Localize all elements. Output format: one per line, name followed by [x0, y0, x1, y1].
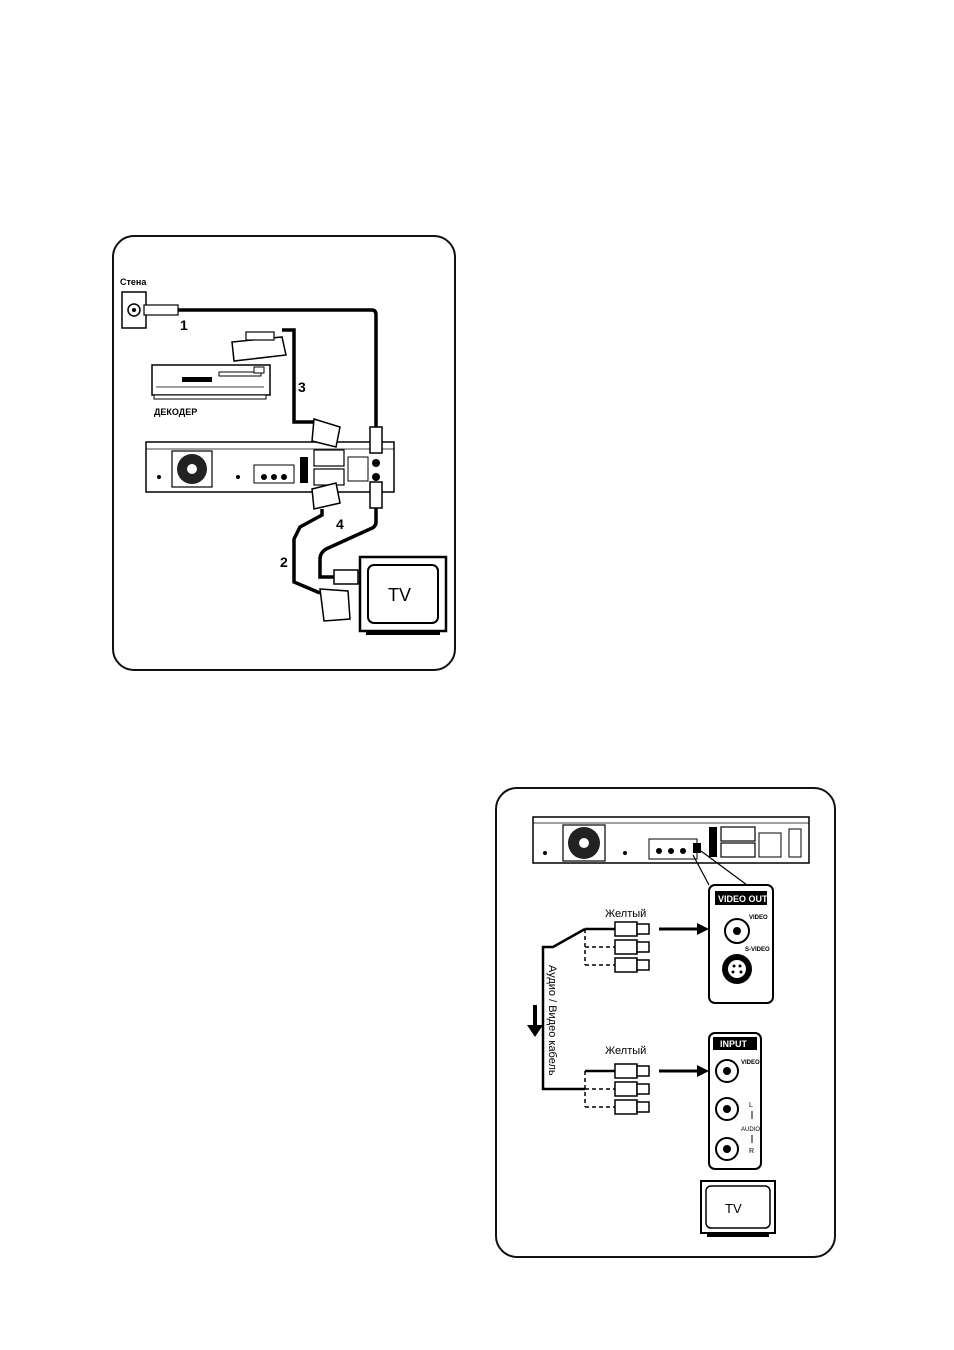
arrow-head — [697, 1065, 709, 1077]
decoder-box — [152, 365, 270, 399]
video-out-svideo-label: S-VIDEO — [745, 947, 770, 953]
scart-plug-recorder-top — [312, 419, 340, 447]
rca-plugs-top — [585, 922, 649, 972]
av-connection-drawing: VIDEO OUT VIDEO S-VIDEO Желтый Аудио / В… — [497, 789, 834, 1256]
cable-number-3: 3 — [298, 379, 306, 395]
tv-label-1: TV — [388, 585, 411, 605]
tv-scart-plug — [320, 589, 350, 621]
wall-label: Стена — [120, 277, 147, 287]
decoder-connection-diagram: Стена 1 3 ДЕКОДЕР — [112, 235, 456, 671]
audio-r-label: R — [749, 1148, 754, 1155]
cable-number-2: 2 — [280, 554, 288, 570]
yellow-label-top: Желтый — [605, 908, 646, 920]
down-arrow-icon — [527, 1005, 543, 1037]
tv-rf-plug — [334, 570, 358, 584]
input-title: INPUT — [720, 1039, 748, 1049]
arrow-head — [697, 923, 709, 935]
tv-label-2: TV — [725, 1201, 742, 1216]
cable-number-4: 4 — [336, 516, 344, 532]
audio-label: AUDIO — [741, 1127, 760, 1133]
recorder-rear-panel-2 — [533, 817, 809, 863]
yellow-label-bottom: Желтый — [605, 1045, 646, 1057]
av-cable-label: Аудио / Видео кабель — [546, 965, 558, 1076]
cable-3 — [282, 330, 314, 422]
rf-plug-in — [370, 427, 382, 453]
decoder-label: ДЕКОДЕР — [154, 407, 197, 417]
wall-socket — [122, 292, 178, 328]
cable-number-1: 1 — [180, 317, 188, 333]
input-video-label: VIDEO — [741, 1060, 760, 1066]
decoder-connection-drawing: Стена 1 3 ДЕКОДЕР — [114, 237, 454, 669]
rf-plug-out — [370, 482, 382, 508]
rca-plugs-bottom — [585, 1064, 649, 1114]
audio-l-label: L — [749, 1102, 753, 1109]
video-out-title: VIDEO OUT — [718, 894, 768, 904]
av-connection-diagram: VIDEO OUT VIDEO S-VIDEO Желтый Аудио / В… — [495, 787, 836, 1258]
scart-plug-decoder — [232, 332, 286, 361]
cable-2 — [294, 509, 322, 593]
recorder-rear-panel — [146, 442, 394, 492]
video-out-video-label: VIDEO — [749, 915, 768, 921]
